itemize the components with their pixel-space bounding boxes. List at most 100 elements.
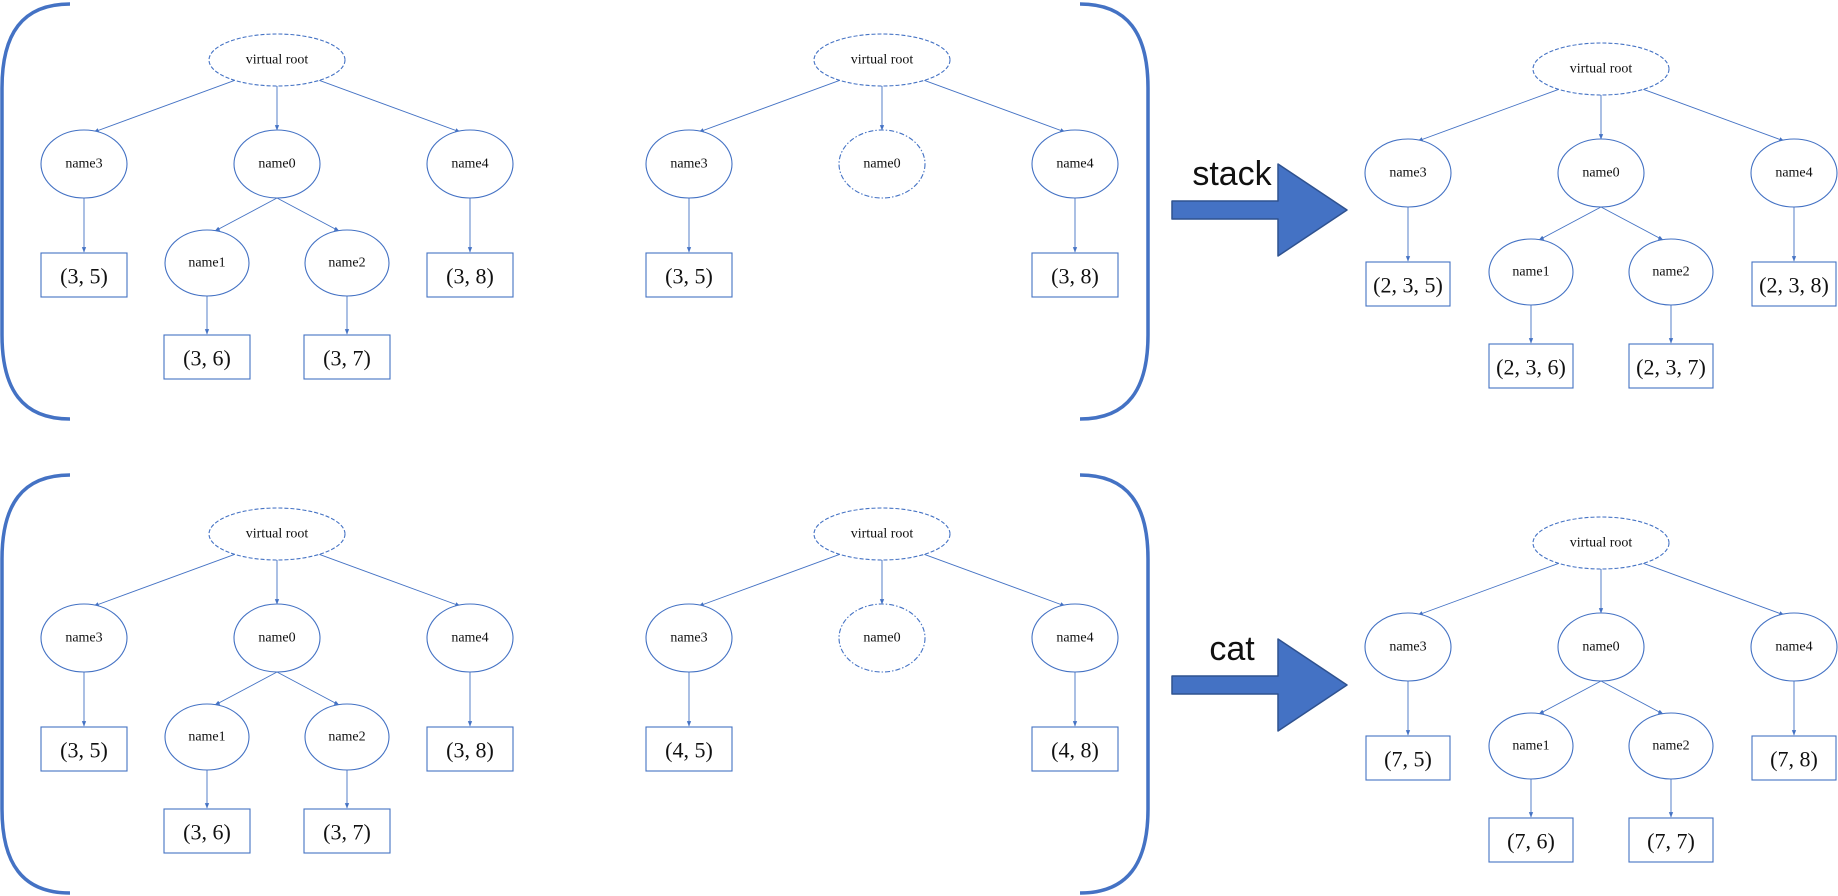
leaf-box-name1 [1488,817,1574,863]
edge-root-to-name4 [319,79,461,133]
edge-root-to-name3 [1417,88,1559,142]
leaf-box-name3 [645,252,733,298]
node-label-name1: name1 [188,256,225,271]
node-label-name1: name1 [188,730,225,745]
node-label-name3: name3 [670,631,707,646]
leaf-box-name1 [1488,343,1574,389]
leaf-value-name2: (3, 7) [323,346,371,371]
node-label-name2: name2 [1652,739,1689,754]
leaf-value-name3: (3, 5) [60,264,108,289]
leaf-box-name1 [163,334,251,380]
node-label-name3: name3 [670,157,707,172]
brackets-stack-row [0,2,1150,421]
leaf-value-name3: (4, 5) [665,738,713,763]
node-label-virtual-root: virtual root [1570,62,1633,77]
node-label-name2: name2 [328,256,365,271]
edge-root-to-name4 [924,79,1066,133]
node-virtual-root [208,33,346,87]
leaf-value-name3: (7, 5) [1384,747,1432,772]
node-label-name1: name1 [1512,739,1549,754]
edge-root-to-name3 [93,79,235,133]
node-label-name0: name0 [863,157,900,172]
edge-root-to-name4 [924,553,1066,607]
arrow-shape [1171,163,1348,257]
operator-arrow-stack: stack [1171,155,1348,257]
node-label-virtual-root: virtual root [851,53,914,68]
leaf-box-name3 [1365,735,1451,781]
leaf-box-name4 [1031,252,1119,298]
leaf-value-name2: (3, 7) [323,820,371,845]
edge-name0-to-name1 [1538,206,1602,241]
leaf-value-name3: (2, 3, 5) [1373,273,1443,298]
leaf-value-name1: (7, 6) [1507,829,1555,854]
edge-name0-to-name1 [214,197,278,232]
leaf-box-name4 [426,252,514,298]
leaf-box-name3 [1365,261,1451,307]
edge-name0-to-name2 [276,197,340,232]
node-label-name0: name0 [258,157,295,172]
leaf-box-name3 [645,726,733,772]
edge-root-to-name3 [698,79,840,133]
node-label-name4: name4 [1775,640,1812,655]
tree-result: name3 (7, 5) name0 name1 (7, 6) name2 (7, 7) na… [1364,516,1838,863]
leaf-value-name3: (3, 5) [60,738,108,763]
leaf-value-name4: (2, 3, 8) [1759,273,1829,298]
node-label-name4: name4 [451,631,488,646]
operator-label: stack [1192,155,1272,193]
node-label-name1: name1 [1512,265,1549,280]
node-label-name3: name3 [65,631,102,646]
node-name0 [838,603,926,673]
node-label-name2: name2 [1652,265,1689,280]
edge-name0-to-name1 [1538,680,1602,715]
leaf-box-name4 [1751,735,1837,781]
leaf-box-name2 [303,808,391,854]
leaf-box-name4 [1031,726,1119,772]
node-label-name3: name3 [1389,640,1426,655]
node-label-name0: name0 [1582,640,1619,655]
edge-name0-to-name2 [1600,206,1664,241]
node-label-name4: name4 [1056,157,1093,172]
right-bracket [1079,473,1150,895]
leaf-value-name1: (3, 6) [183,346,231,371]
node-label-name0: name0 [863,631,900,646]
edge-root-to-name3 [93,553,235,607]
leaf-value-name1: (2, 3, 6) [1496,355,1566,380]
leaf-value-name4: (3, 8) [446,264,494,289]
operator-label: cat [1209,630,1255,668]
node-label-name2: name2 [328,730,365,745]
edge-name0-to-name1 [214,671,278,706]
arrow-shape [1171,638,1348,732]
node-label-virtual-root: virtual root [246,527,309,542]
leaf-box-name2 [1628,343,1714,389]
node-label-name0: name0 [258,631,295,646]
leaf-value-name2: (2, 3, 7) [1636,355,1706,380]
node-label-virtual-root: virtual root [246,53,309,68]
edge-root-to-name3 [698,553,840,607]
node-name0 [838,129,926,199]
node-label-name4: name4 [1056,631,1093,646]
node-label-name3: name3 [65,157,102,172]
edge-root-to-name4 [319,553,461,607]
node-virtual-root [208,507,346,561]
right-bracket [1079,2,1150,421]
leaf-box-name4 [1751,261,1837,307]
node-label-name4: name4 [1775,166,1812,181]
node-virtual-root [1532,42,1670,96]
edge-root-to-name4 [1643,88,1785,142]
leaf-box-name4 [426,726,514,772]
leaf-value-name3: (3, 5) [665,264,713,289]
edge-name0-to-name2 [1600,680,1664,715]
node-virtual-root [1532,516,1670,570]
leaf-value-name4: (3, 8) [446,738,494,763]
node-label-virtual-root: virtual root [851,527,914,542]
brackets-cat-row [0,473,1150,895]
leaf-box-name2 [303,334,391,380]
leaf-box-name3 [40,726,128,772]
node-label-name0: name0 [1582,166,1619,181]
leaf-value-name2: (7, 7) [1647,829,1695,854]
